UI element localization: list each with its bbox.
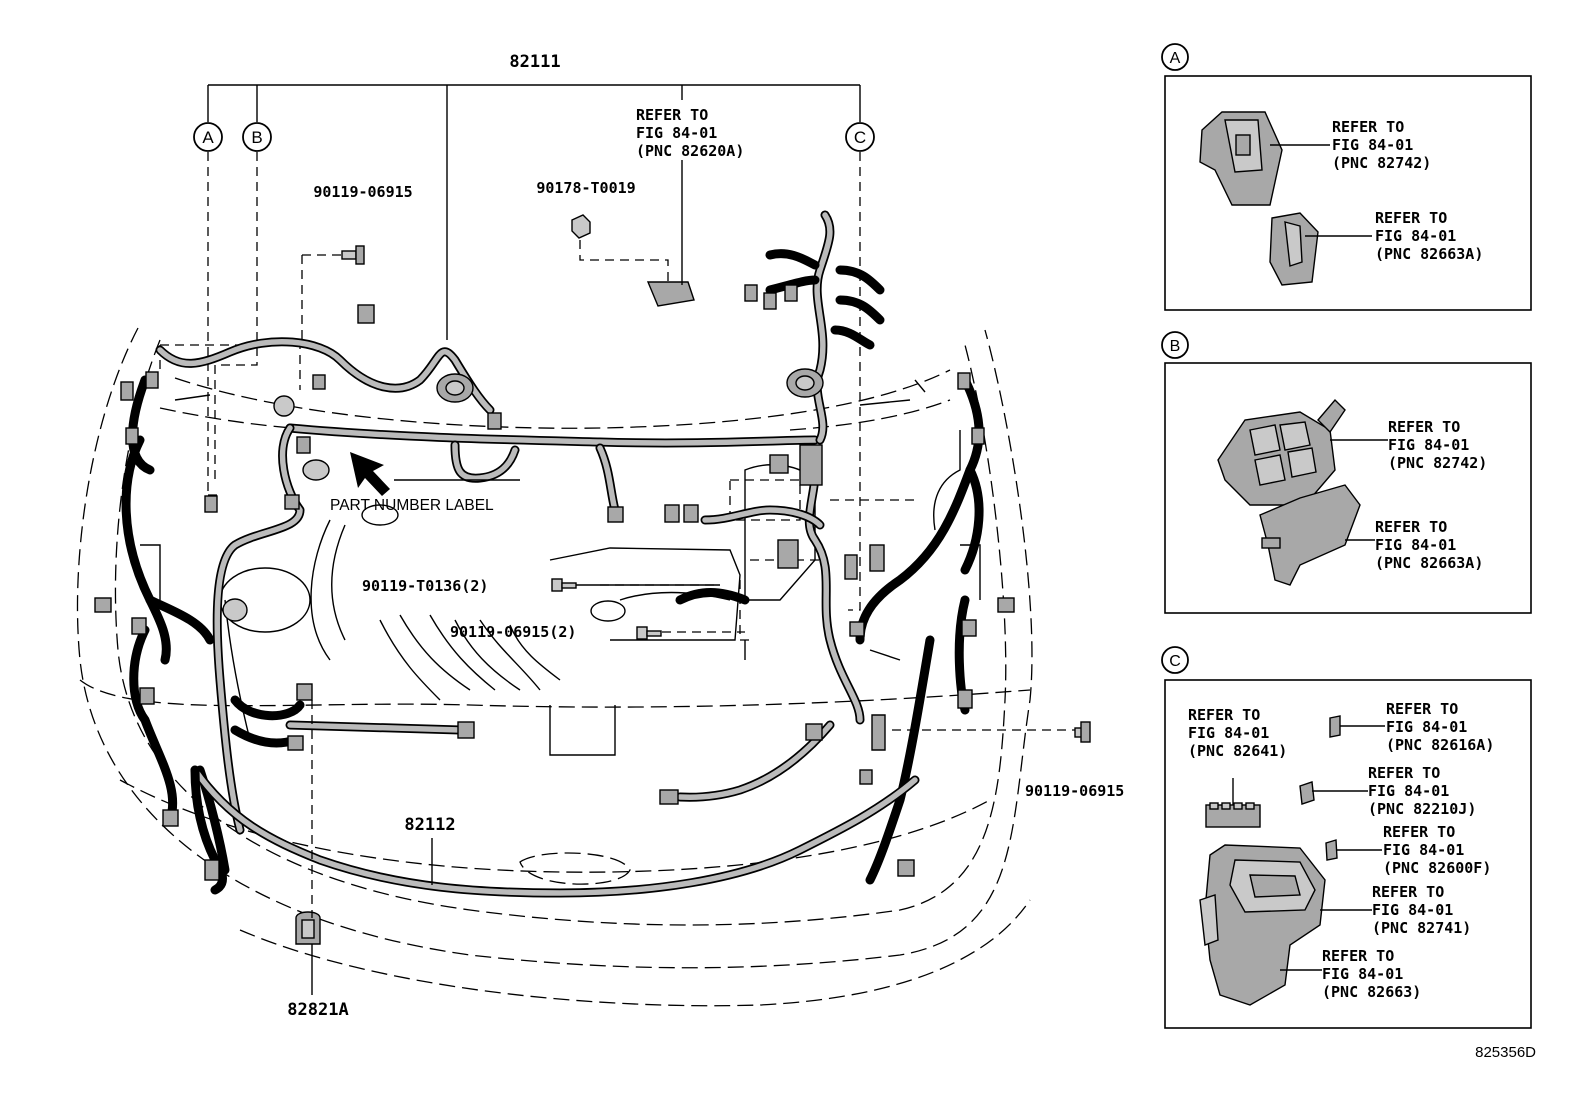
inset-b-marker: B [1170,338,1181,355]
svg-text:B: B [251,128,262,147]
callout-82821a: 82821A [287,1000,348,1020]
cowl-outline [174,369,951,429]
inset-b-ref1-line2: FIG 84-01 [1388,436,1469,454]
marker-a: A [193,122,223,152]
fastener-icons [295,214,1091,945]
inset-a-ref1-line2: FIG 84-01 [1332,136,1413,154]
inset-b: B REFER TO FIG 84-01 (PNC 82742) REFER T… [1161,331,1532,614]
inset-c-junction-block-icon [1199,844,1326,1006]
connector-icons [94,281,1015,881]
inset-b-ref1-line3: (PNC 82742) [1388,454,1487,472]
inset-c-relay-icons [1299,715,1341,861]
inset-a-ref2-line2: FIG 84-01 [1375,227,1456,245]
inset-c-ref6-line3: (PNC 82663) [1322,983,1421,1001]
callout-90119-06915-right: 90119-06915 [1025,782,1124,800]
leader-lines [207,84,1075,995]
inset-a: A REFER TO FIG 84-01 (PNC 82742) REFER T… [1161,43,1532,311]
callout-90119-06915-top: 90119-06915 [313,183,412,201]
inset-c-ref2-line3: (PNC 82616A) [1386,736,1494,754]
body-outline-inner [114,339,1007,926]
inset-a-ref1-line1: REFER TO [1332,118,1404,136]
callout-82112: 82112 [404,815,455,835]
grommet-icons [222,368,824,622]
inset-b-ref2-line2: FIG 84-01 [1375,536,1456,554]
inset-c-ref4-line3: (PNC 82600F) [1383,859,1491,877]
inset-c-ref6-line1: REFER TO [1322,947,1394,965]
inset-c-fuse-block-icon [1205,802,1261,828]
inset-c-marker: C [1169,653,1181,670]
inset-c-ref5-line3: (PNC 82741) [1372,919,1471,937]
inset-c-ref2-line1: REFER TO [1386,700,1458,718]
inset-c-ref4-line1: REFER TO [1383,823,1455,841]
inset-c-ref3-line3: (PNC 82210J) [1368,800,1476,818]
bumper-outline-upper [79,679,1031,708]
marker-c: C [845,122,875,152]
inset-c: C REFER TO FIG 84-01 (PNC 82641) [1161,646,1532,1029]
figure-id: 825356D [1475,1044,1536,1061]
arrow-icon [350,452,390,496]
inset-a-ref1-line3: (PNC 82742) [1332,154,1431,172]
inset-a-relay-block-icon [1199,111,1283,206]
svg-text:A: A [202,128,214,147]
callout-90119-t0136: 90119-T0136(2) [362,577,488,595]
strut-line-left [159,407,361,433]
inset-c-ref2-line2: FIG 84-01 [1386,718,1467,736]
inset-c-ref5-line2: FIG 84-01 [1372,901,1453,919]
inset-c-ref5-line1: REFER TO [1372,883,1444,901]
inset-c-ref1-line1: REFER TO [1188,706,1260,724]
callout-refer-82620a-line1: REFER TO [636,106,708,124]
inset-a-ref2-line3: (PNC 82663A) [1375,245,1483,263]
inset-a-ref2-line1: REFER TO [1375,209,1447,227]
inset-a-bracket-icon [1269,212,1319,286]
engine-block [140,430,981,756]
inset-c-ref6-line2: FIG 84-01 [1322,965,1403,983]
inset-a-marker: A [1170,50,1181,67]
callout-refer-82620a-line3: (PNC 82620A) [636,142,744,160]
inset-c-ref1-line3: (PNC 82641) [1188,742,1287,760]
engine-bay-drawing: A B C 82111 90119-06915 90178-T0019 REFE… [76,52,1124,1020]
callout-refer-82620a-line2: FIG 84-01 [636,124,717,142]
inset-c-ref4-line2: FIG 84-01 [1383,841,1464,859]
harness-82111 [121,210,984,885]
callout-90178-t0019: 90178-T0019 [536,179,635,197]
svg-text:C: C [854,128,866,147]
inset-b-relay-block-icon [1217,398,1346,506]
callout-82111: 82111 [509,52,560,72]
inset-b-bracket-icon [1259,484,1361,586]
part-number-label: PART NUMBER LABEL [330,497,494,514]
inset-c-ref1-line2: FIG 84-01 [1188,724,1269,742]
strut-line-right [789,399,951,431]
bumper-outline-bottom [239,899,1031,1007]
inset-b-ref2-line1: REFER TO [1375,518,1447,536]
inset-b-ref2-line3: (PNC 82663A) [1375,554,1483,572]
marker-b: B [242,122,272,152]
inset-b-ref1-line1: REFER TO [1388,418,1460,436]
body-outline-outer [76,327,1033,969]
inset-c-ref3-line2: FIG 84-01 [1368,782,1449,800]
callout-90119-06915-center: 90119-06915(2) [450,623,576,641]
harness-82112 [190,765,920,898]
cowl-panel [174,379,926,406]
grille-outline [519,852,631,885]
inset-c-ref3-line1: REFER TO [1368,764,1440,782]
